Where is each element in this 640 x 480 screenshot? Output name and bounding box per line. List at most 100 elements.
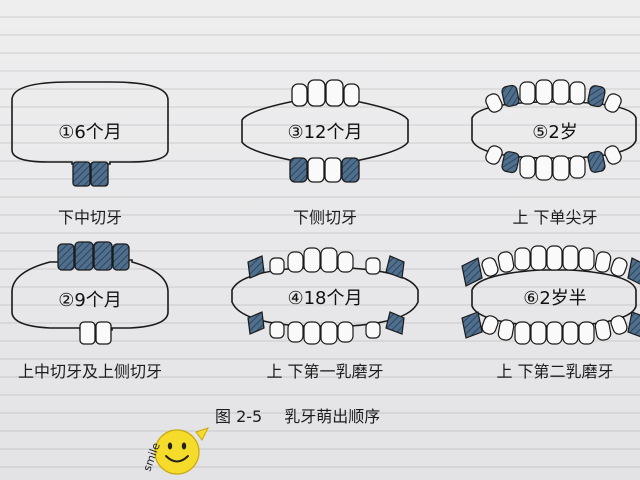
lower-tooth [485,145,503,165]
stage-label: 下中切牙 [57,208,123,227]
smiley-eye-icon [167,442,173,450]
lower-central-incisor [90,161,109,187]
lower-tooth [303,321,321,345]
stage-label: 上 下第二乳磨牙 [496,362,614,381]
mouth-outline [11,81,169,165]
lower-tooth [610,315,628,335]
lower-tooth [269,321,285,339]
stage-9-months: ②9个月 [11,241,169,345]
upper-tooth [569,81,586,105]
upper-tooth [519,81,536,105]
lower-tooth [481,315,499,335]
lower-tooth [519,155,536,179]
upper-canine [501,84,520,107]
upper-first-molar [247,255,265,279]
lower-tooth [552,155,570,181]
upper-tooth [535,79,553,105]
upper-tooth [604,93,622,113]
upper-tooth [497,251,515,273]
upper-tooth [291,83,308,107]
lower-tooth [578,321,595,345]
speech-tail-icon [195,427,209,441]
lower-tooth [535,155,553,181]
lower-first-molar [247,311,265,335]
stage-title: ①6个月 [58,122,122,143]
upper-tooth [530,245,547,271]
lower-lateral-incisor [341,157,360,183]
lower-tooth [337,321,354,343]
upper-lateral-incisor [57,243,75,271]
upper-tooth [343,83,360,107]
upper-lateral-incisor [112,243,130,271]
upper-tooth [320,247,338,273]
stage-title: ⑤2岁 [532,122,578,143]
smile-sticker: smile [141,427,209,475]
stage-label: 上 下第一乳磨牙 [266,362,384,381]
upper-canine [587,85,606,108]
stage-title: ②9个月 [58,290,122,311]
stage-18-months: ④18个月 [231,247,419,345]
stage-12-months: ③12个月 [241,79,409,183]
lower-tooth [497,319,515,341]
upper-tooth [365,257,381,275]
lower-tooth [287,321,304,343]
lower-tooth [307,157,325,183]
figure-number: 图 2-5 [215,407,263,426]
lower-canine [501,151,520,174]
upper-tooth [269,257,285,275]
upper-tooth [325,79,344,107]
upper-tooth [578,247,595,271]
stage-2-5-years: ⑥2岁半 [461,245,640,345]
upper-tooth [307,79,326,107]
mouth-outline [11,259,169,331]
lower-tooth [365,321,381,339]
upper-tooth [552,79,570,105]
lower-central-incisor [72,161,91,187]
lower-tooth [320,321,338,345]
upper-central-incisor [74,241,94,271]
upper-tooth [337,251,354,273]
stage-2-years: ⑤2岁 [471,79,637,181]
lower-first-molar [385,311,405,335]
upper-second-molar [461,257,483,287]
lower-tooth [546,321,563,345]
upper-tooth [485,93,503,113]
upper-tooth [610,257,628,277]
upper-tooth [514,247,531,271]
lower-tooth [514,321,531,345]
lower-tooth [604,145,622,165]
stage-title: ⑥2岁半 [523,288,587,309]
smiley-mouth-icon [165,455,189,463]
stage-6-months: ①6个月 [11,81,169,187]
lower-tooth [569,155,586,179]
lower-second-molar [627,311,640,338]
upper-central-incisor [93,241,113,271]
lower-tooth [594,319,612,341]
upper-tooth [303,247,321,273]
figure-caption: 图 2-5 乳牙萌出顺序 [215,403,380,427]
upper-tooth [546,245,563,271]
stage-title: ③12个月 [287,122,362,143]
upper-tooth [287,251,304,273]
upper-tooth [481,257,499,277]
lower-lateral-incisor [289,157,308,183]
stage-label: 上 下单尖牙 [512,208,598,227]
smiley-eye-icon [181,442,187,450]
upper-first-molar [385,255,405,279]
lower-tooth [530,321,547,345]
lower-tooth [324,157,342,183]
smiley-face-icon [154,429,200,475]
lower-canine [587,150,606,173]
stage-title: ④18个月 [287,288,362,309]
lower-tooth [562,321,579,345]
lower-second-molar [461,311,483,339]
stage-label: 上中切牙及上侧切牙 [17,362,163,381]
upper-second-molar [627,257,640,285]
mouth-outline [241,99,409,163]
lower-tooth [95,321,112,345]
figure-title: 乳牙萌出顺序 [284,407,381,426]
lower-tooth [79,321,96,345]
upper-tooth [594,251,612,273]
upper-tooth [562,245,579,271]
